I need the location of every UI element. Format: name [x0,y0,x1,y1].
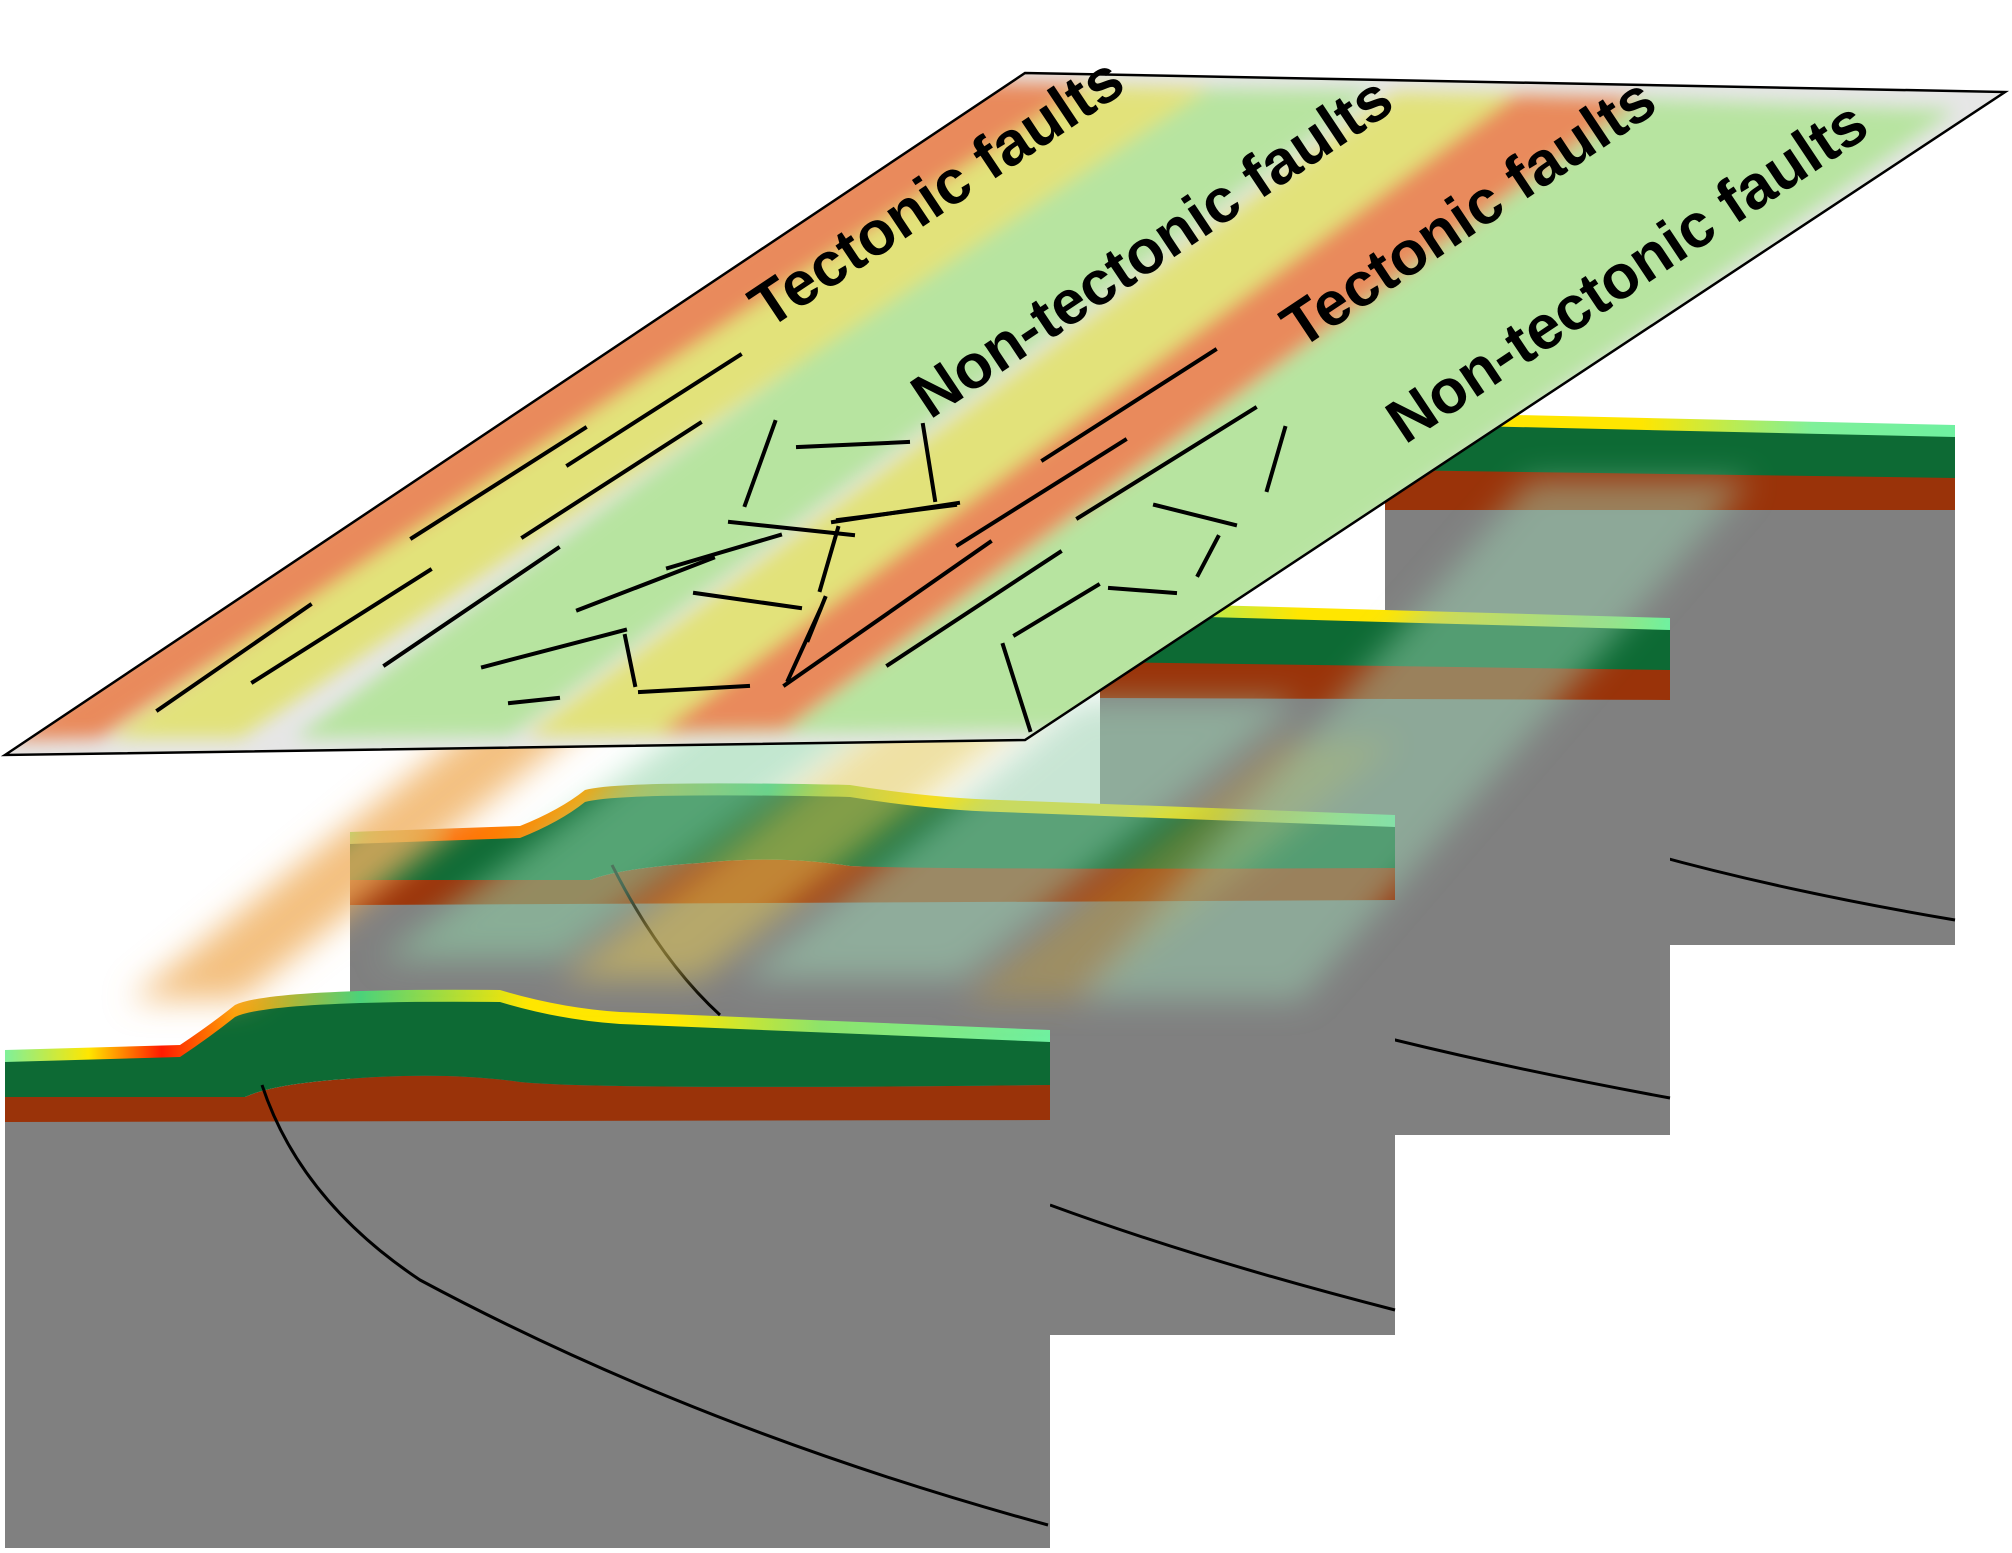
fault-trace [1049,1203,1396,1312]
surface-band [1385,412,1955,437]
fault-segments [155,347,1288,733]
non-tectonic-zone-2 [680,95,1955,735]
non-tectonic-fault-segment [637,683,751,695]
non-tectonic-fault-segment [727,519,856,538]
non-tectonic-fault-segment [622,633,638,688]
tectonic-zone-1 [5,82,1090,740]
non-tectonic-fault-segment [742,419,778,508]
non-tectonic-fault-segment [665,532,783,571]
tectonic-zone-2 [660,95,1640,732]
tectonic-fault-segment [885,549,1063,668]
transition-projection [560,700,1050,980]
tectonic-fault-segment [782,539,993,688]
non-tectonic-projection [740,700,1300,980]
non-tectonic-fault-segment [817,525,841,593]
transition-zone-2 [525,92,1545,736]
tectonic-fault-segment [250,567,433,685]
non-tectonic-fault-segment [692,590,803,611]
cross-section-block-1 [5,989,1050,1548]
non-tectonic-fault-segment [795,439,911,450]
non-tectonic-zone-1 [295,88,1375,738]
non-tectonic-fault-segment [1264,425,1288,493]
transition-zone-1 [110,84,1210,738]
fault-map-plane: Tectonic faults Non-tectonic faults Tect… [0,44,2010,757]
tectonic-fault-segment [955,437,1128,548]
non-tectonic-projection [1080,480,1750,1000]
non-tectonic-fault-segment [1152,502,1238,528]
top-layer [5,999,1050,1097]
non-tectonic-fault-segment [480,627,628,670]
plane-outline [0,71,2010,757]
non-tectonic-fault-segment [1012,582,1101,638]
non-tectonic-fault-segment [575,555,716,613]
non-tectonic-fault-segment [785,607,823,683]
tectonic-fault-segment [1075,405,1258,521]
top-layer [1385,420,1955,478]
tectonic-fault-segment [520,420,703,540]
tectonic-fault-segment [1040,347,1218,463]
tectonic-fault-segment [565,352,743,468]
tectonic-fault-segment [409,425,588,541]
non-tectonic-fault-segment [1195,534,1221,578]
non-tectonic-fault-segment [920,422,938,503]
non-tectonic-fault-segment [1000,642,1033,733]
non-tectonic-fault-segment [1107,585,1178,596]
non-tectonic-projection [380,700,900,960]
non-tectonic-fault-segment [835,502,958,523]
tectonic-fault-segment [155,602,313,713]
fault-trace [260,1084,1049,1527]
non-tectonic-fault-segment [507,695,561,706]
tectonic-fault-segment [382,545,561,668]
bottom-layer [5,1075,1050,1122]
surface-band [5,989,1050,1062]
